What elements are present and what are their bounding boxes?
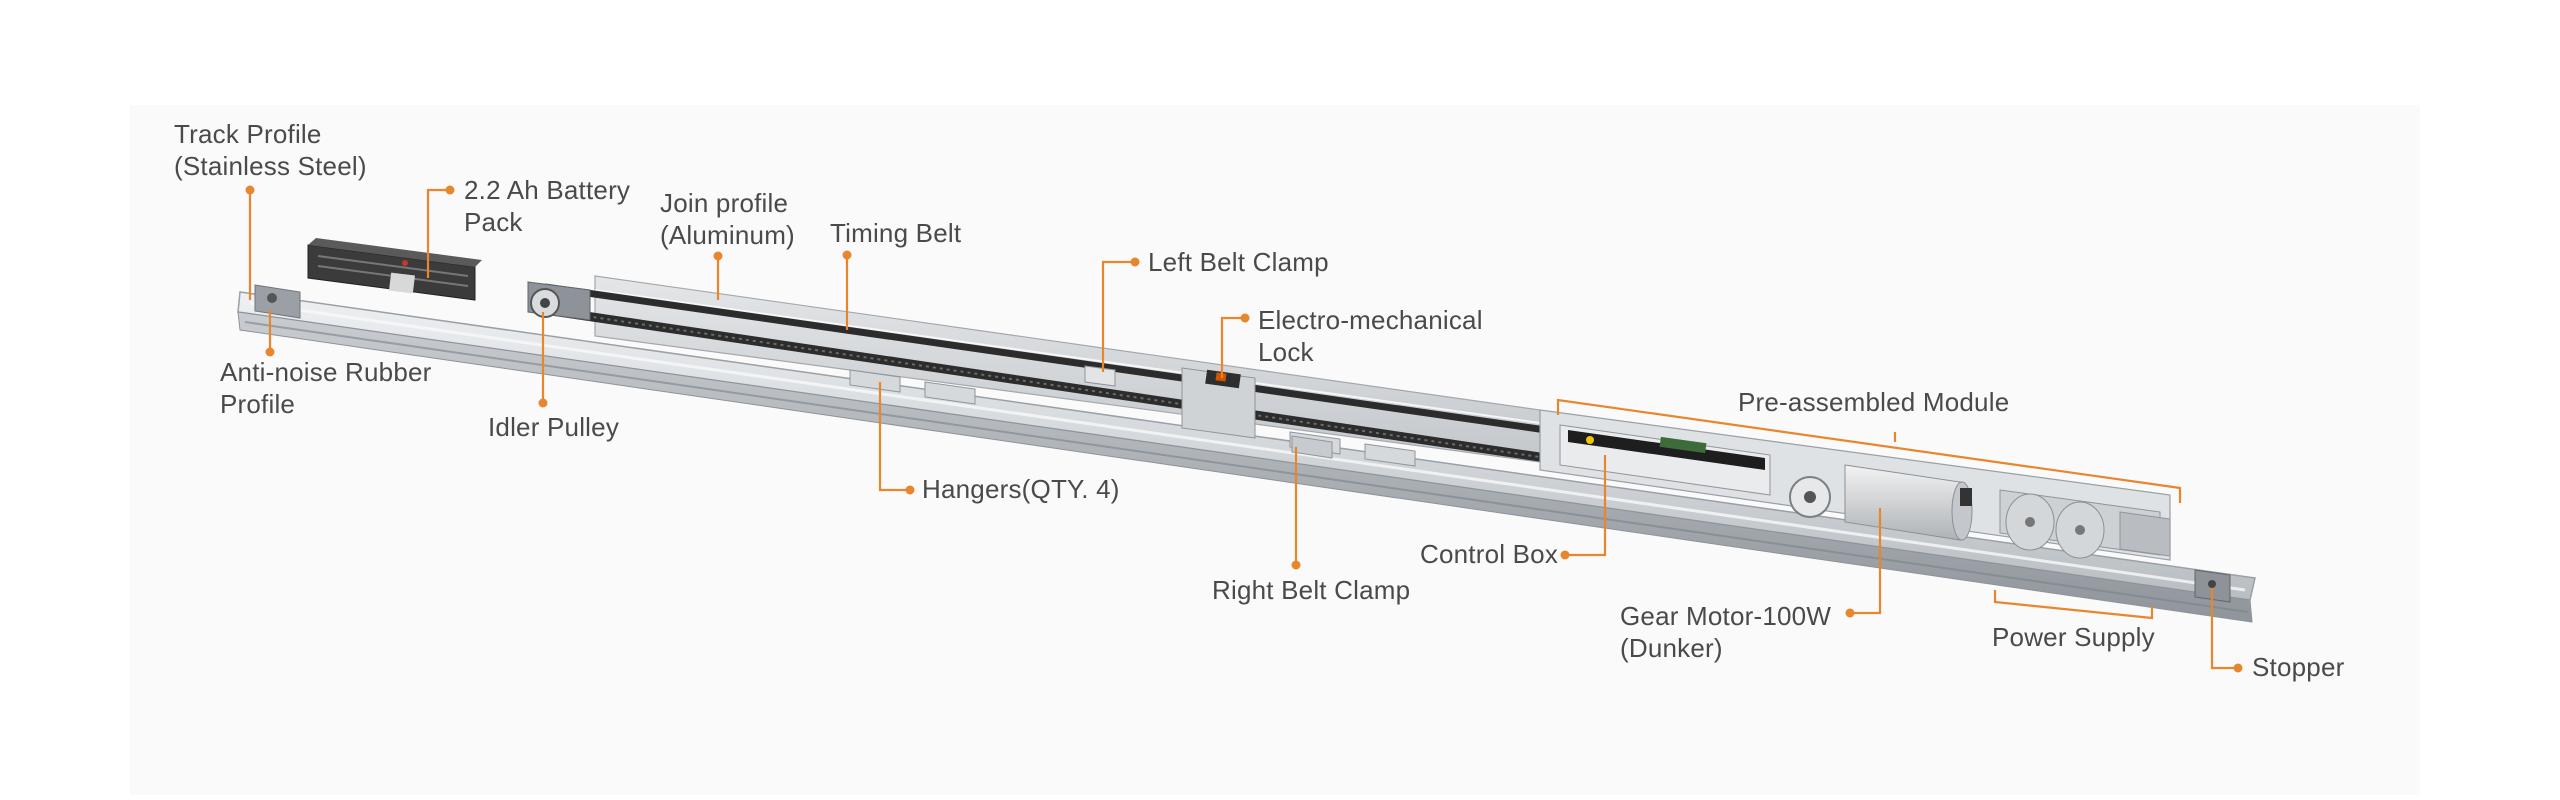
idler-pulley	[527, 281, 591, 321]
leader-gear-motor	[1850, 508, 1882, 615]
label-hangers: Hangers(QTY. 4)	[922, 474, 1120, 504]
label-timing-belt: Timing Belt	[830, 218, 962, 248]
label-left-belt-clamp: Left Belt Clamp	[1148, 247, 1329, 277]
electro-mechanical-lock	[1181, 367, 1256, 439]
gear-motor-body	[1789, 464, 1973, 541]
right-belt-clamp	[1291, 435, 1333, 459]
power-supply-body	[1999, 489, 2171, 559]
track-rail	[237, 291, 2256, 623]
leader-join-profile-dot	[713, 251, 723, 261]
leader-lock-dot	[1240, 313, 1250, 323]
label-join-profile: Join profile (Aluminum)	[660, 188, 795, 250]
label-battery-pack: 2.2 Ah Battery Pack	[464, 175, 631, 237]
left-belt-clamp	[1084, 365, 1116, 387]
label-control-box: Control Box	[1420, 539, 1559, 569]
label-electro-mechanical-lock: Electro-mechanical Lock	[1258, 305, 1483, 367]
leader-gear-motor-dot	[1845, 608, 1855, 618]
leader-battery-pack-dot	[445, 185, 455, 195]
label-stopper: Stopper	[2252, 652, 2345, 682]
label-gear-motor: Gear Motor-100W (Dunker)	[1620, 601, 1832, 663]
leader-battery-pack	[426, 188, 450, 278]
leader-idler-pulley-dot	[538, 398, 548, 408]
label-right-belt-clamp: Right Belt Clamp	[1212, 575, 1411, 605]
leader-left-belt-clamp	[1101, 260, 1135, 372]
leader-right-belt-clamp-dot	[1291, 560, 1301, 570]
leader-stopper	[2210, 588, 2238, 670]
pre-assembled-module	[1539, 409, 2171, 561]
label-anti-noise-rubber-profile: Anti-noise Rubber Profile	[220, 357, 432, 419]
label-track-profile: Track Profile (Stainless Steel)	[174, 119, 367, 181]
bracket-power-supply	[1993, 590, 2154, 620]
left-end-cap	[254, 284, 301, 319]
leader-track-profile-dot	[245, 185, 255, 195]
leader-control-box-dot	[1560, 550, 1570, 560]
leader-stopper-dot	[2233, 663, 2243, 673]
leader-anti-noise-rubber-dot	[265, 347, 275, 357]
leader-control-box	[1565, 455, 1607, 557]
leader-hangers	[878, 382, 910, 492]
label-power-supply: Power Supply	[1992, 622, 2155, 652]
leader-left-belt-clamp-dot	[1130, 257, 1140, 267]
control-box-body	[1559, 424, 1771, 496]
leader-timing-belt-dot	[842, 250, 852, 260]
battery-pack	[307, 238, 482, 301]
bracket-pre-assembled-module	[1556, 398, 2182, 503]
callout-leaders	[245, 185, 2243, 673]
label-idler-pulley: Idler Pulley	[488, 412, 620, 442]
stopper	[2194, 569, 2231, 603]
leader-hangers-dot	[905, 485, 915, 495]
label-pre-assembled-module: Pre-assembled Module	[1738, 387, 2010, 417]
leader-lock	[1220, 316, 1245, 378]
